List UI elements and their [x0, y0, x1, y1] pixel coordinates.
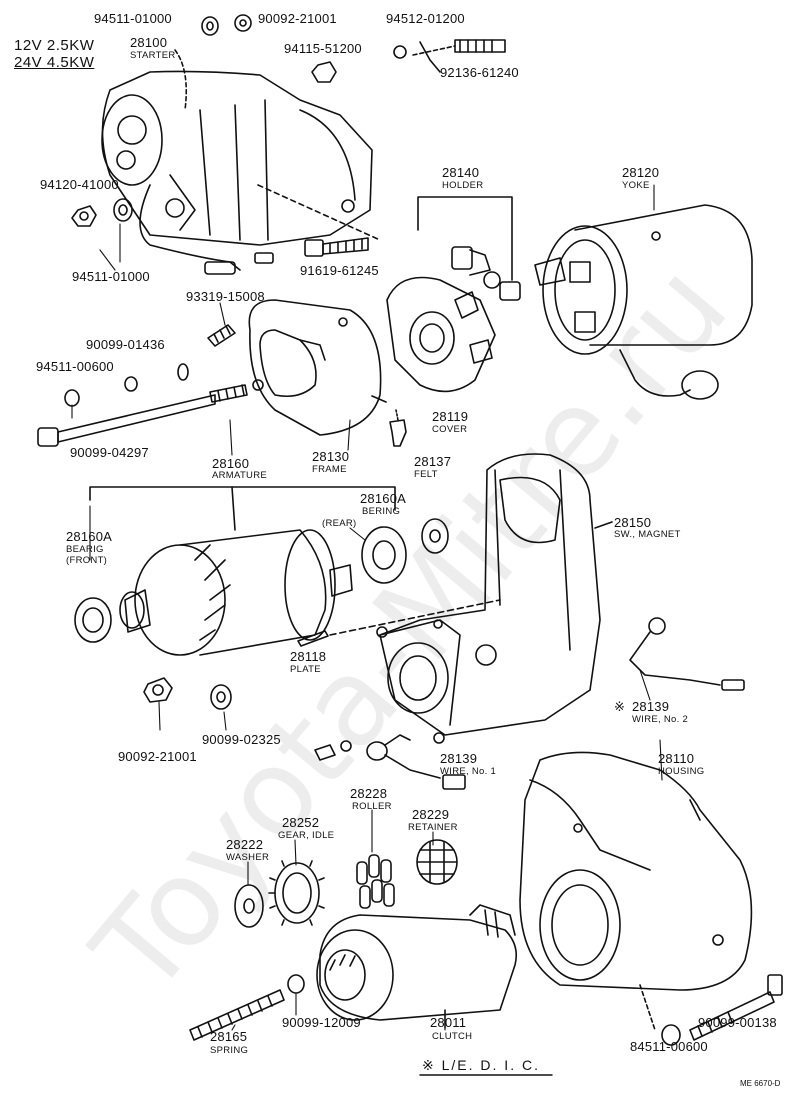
- label-90099-02325: 90099-02325: [202, 732, 281, 747]
- caption-wire-no1: WIRE, No. 1: [440, 766, 497, 777]
- caption-bearig: BEARIG: [66, 544, 104, 555]
- plate-drawing: [297, 630, 329, 647]
- top-fasteners-drawing: [201, 14, 506, 83]
- label-28120: 28120: [622, 165, 660, 180]
- label-84511-00600: 84511-00600: [630, 1039, 708, 1054]
- label-28139-no2: 28139: [632, 699, 670, 714]
- label-94120-41000: 94120-41000: [40, 177, 119, 192]
- label-94511-00600: 94511-00600: [36, 359, 114, 374]
- bearing-front-drawing: [74, 597, 112, 643]
- caption-yoke: YOKE: [622, 180, 650, 191]
- label-28140: 28140: [442, 165, 480, 180]
- label-28252: 28252: [282, 815, 320, 830]
- label-28160A-front: 28160A: [66, 529, 113, 544]
- spring-drawing: [189, 989, 285, 1041]
- label-90099-01436: 90099-01436: [86, 337, 165, 352]
- caption-wire-no2: WIRE, No. 2: [632, 714, 689, 725]
- nut-94511-00600: [64, 389, 80, 407]
- label-90099-12009: 90099-12009: [282, 1015, 361, 1030]
- caption-holder: HOLDER: [442, 180, 484, 191]
- through-bolt-drawing: [37, 384, 248, 447]
- label-92136-61240: 92136-61240: [440, 65, 519, 80]
- caption-cover: COVER: [432, 424, 468, 435]
- label-28150: 28150: [614, 515, 652, 530]
- label-28100: 28100: [130, 35, 168, 50]
- label-28229: 28229: [412, 807, 450, 822]
- label-94115-51200: 94115-51200: [284, 41, 362, 56]
- starter-assembly-drawing: [101, 49, 381, 275]
- spec-line-12v: 12V 2.5KW: [14, 37, 95, 54]
- label-94511-01000-left: 94511-01000: [72, 269, 150, 284]
- label-28160A-rear: 28160A: [360, 491, 407, 506]
- frame-drawing: [248, 299, 387, 436]
- label-93319-15008: 93319-15008: [186, 289, 265, 304]
- caption-rear: (REAR): [322, 518, 357, 529]
- wire-no1-drawing: [314, 734, 466, 790]
- label-28011: 28011: [430, 1015, 467, 1030]
- label-28110: 28110: [658, 751, 695, 766]
- label-28139-no1: 28139: [440, 751, 478, 766]
- gear-idle-drawing: [268, 860, 325, 926]
- label-91619-61245: 91619-61245: [300, 263, 379, 278]
- caption-clutch: CLUTCH: [432, 1031, 473, 1042]
- label-94512-01200: 94512-01200: [386, 11, 465, 26]
- caption-felt: FELT: [414, 469, 438, 480]
- leader-lines: [71, 184, 663, 1031]
- label-90092-21001-low: 90092-21001: [118, 749, 197, 764]
- roller-drawing: [356, 854, 395, 909]
- label-28222: 28222: [226, 837, 264, 852]
- label-28165: 28165: [210, 1029, 248, 1044]
- yoke-drawing: [534, 204, 753, 400]
- caption-gear-idle: GEAR, IDLE: [278, 830, 335, 841]
- caption-spring: SPRING: [210, 1045, 249, 1056]
- caption-armature: ARMATURE: [212, 470, 268, 481]
- label-94511-01000-top: 94511-01000: [94, 11, 172, 26]
- spec-line-24v: 24V 4.5KW: [14, 54, 95, 71]
- caption-frame: FRAME: [312, 464, 347, 475]
- wire-no2-mark: ※: [614, 699, 626, 714]
- caption-starter: STARTER: [130, 50, 176, 61]
- caption-washer: WASHER: [226, 852, 270, 863]
- label-28130: 28130: [312, 449, 350, 464]
- label-90099-04297: 90099-04297: [70, 445, 149, 460]
- holder-drawing: [386, 196, 521, 393]
- left-nut-washer-drawing: [71, 198, 133, 227]
- label-28228: 28228: [350, 786, 388, 801]
- label-28160: 28160: [212, 456, 250, 471]
- caption-front: (FRONT): [66, 555, 108, 566]
- bolt-90099-00138-drawing: [639, 974, 783, 1046]
- screw-93319-drawing: [207, 324, 236, 347]
- felt-drawing: [421, 518, 449, 554]
- cover-28119-drawing: [389, 409, 407, 447]
- diagram-code: ME 6670-D: [740, 1079, 781, 1088]
- caption-plate: PLATE: [290, 664, 321, 675]
- label-28119: 28119: [432, 409, 469, 424]
- caption-sw-magnet: SW., MAGNET: [614, 529, 681, 540]
- label-90099-00138: 90099-00138: [698, 1015, 777, 1030]
- washer-90099-01436: [124, 376, 138, 392]
- caption-roller: ROLLER: [352, 801, 392, 812]
- caption-housing: HOUSING: [658, 766, 705, 777]
- caption-retainer: RETAINER: [408, 822, 458, 833]
- washer-28222-drawing: [234, 884, 264, 928]
- footer-note: ※ L/E. D. I. C.: [422, 1057, 540, 1073]
- housing-drawing: [519, 751, 753, 991]
- armature-drawing: [89, 486, 396, 656]
- clutch-drawing: [316, 904, 518, 1029]
- caption-bering: BERING: [362, 506, 401, 517]
- ball-90099-12009: [287, 974, 305, 994]
- label-90092-21001-top: 90092-21001: [258, 11, 337, 26]
- label-28118: 28118: [290, 649, 327, 664]
- retainer-drawing: [416, 839, 458, 885]
- label-28137: 28137: [414, 454, 452, 469]
- bolt-91619-drawing: [304, 237, 369, 257]
- nut-washer-lower-drawing: [143, 677, 232, 710]
- magnet-switch-drawing: [376, 453, 745, 744]
- bearing-rear-drawing: [361, 526, 407, 584]
